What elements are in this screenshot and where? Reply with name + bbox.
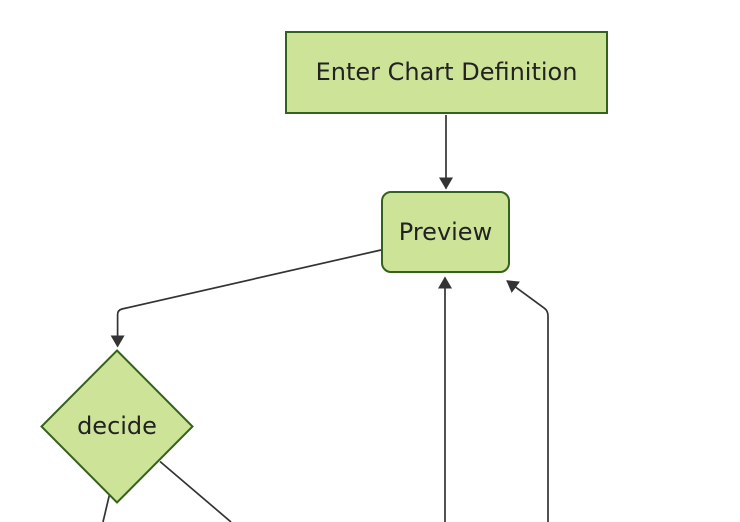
node-enter-chart-definition: Enter Chart Definition — [285, 31, 608, 114]
node-enter-chart-definition-label: Enter Chart Definition — [315, 58, 578, 87]
edge-decide-to-offscreen-right — [159, 460, 232, 522]
edge-decide-to-offscreen-left — [102, 494, 111, 522]
edge-bottom-right-to-preview-corner — [506, 280, 549, 522]
node-decide-shape — [40, 349, 194, 504]
node-preview: Preview — [381, 191, 510, 273]
node-preview-label: Preview — [398, 217, 493, 246]
edge-preview-to-decide — [110, 249, 382, 348]
